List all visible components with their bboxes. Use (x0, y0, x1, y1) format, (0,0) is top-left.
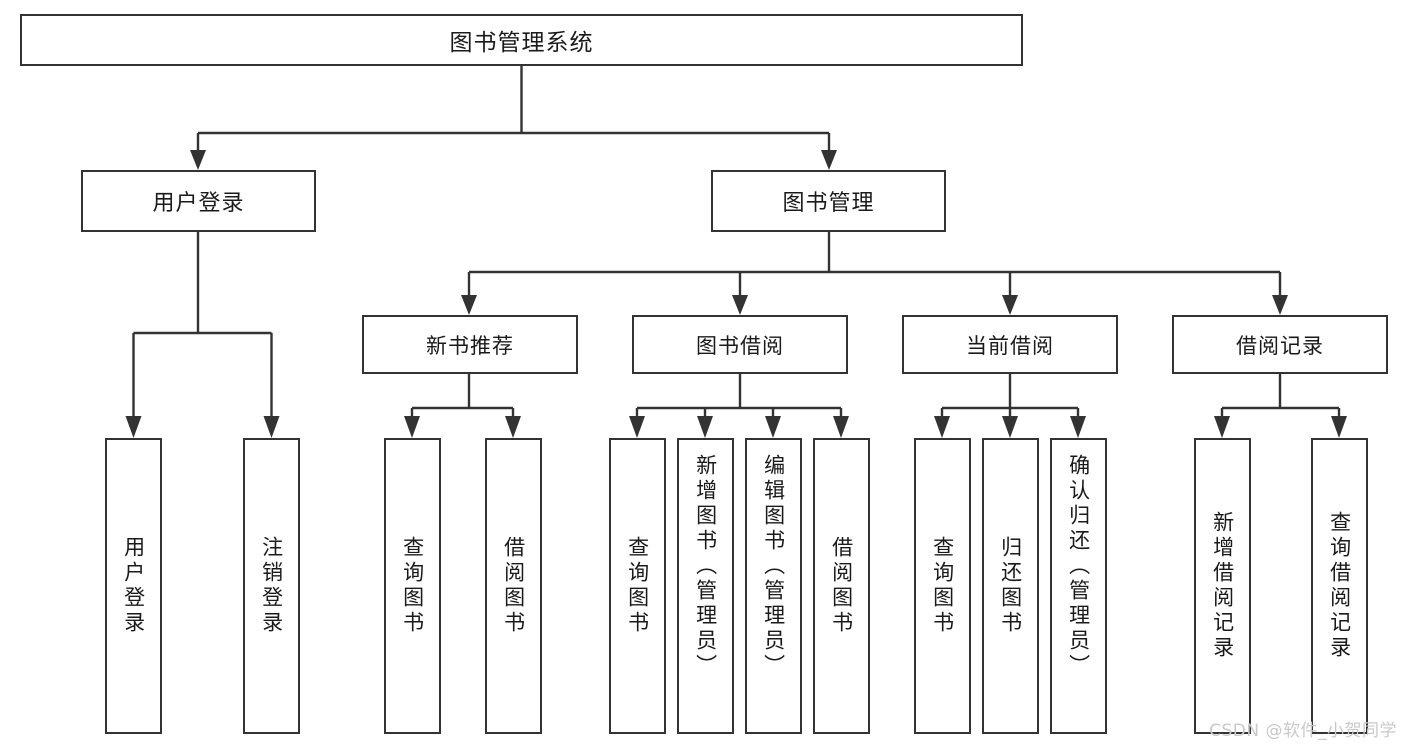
node-label: 借阅图书 (829, 536, 854, 636)
leaf-borrow-record-query[interactable]: 查询借阅记录 (1311, 438, 1368, 734)
node-label: 图书管理 (782, 191, 875, 216)
node-label: 新增借阅记录 (1210, 511, 1235, 661)
node-label: 确认归还（管理员） (1066, 454, 1091, 679)
node-label: 查询图书 (625, 536, 650, 636)
node-label: 图书管理系统 (449, 30, 594, 56)
node-borrow-record[interactable]: 借阅记录 (1172, 315, 1388, 374)
leaf-current-borrow-confirm-return[interactable]: 确认归还（管理员） (1050, 438, 1107, 734)
leaf-user-login-signout[interactable]: 注销登录 (243, 438, 300, 734)
node-user-login[interactable]: 用户登录 (81, 170, 316, 232)
leaf-borrow-record-add[interactable]: 新增借阅记录 (1194, 438, 1251, 734)
node-label: 新书推荐 (426, 333, 514, 358)
node-label: 用户登录 (152, 191, 245, 216)
node-label: 图书借阅 (696, 333, 784, 358)
leaf-new-book-query[interactable]: 查询图书 (384, 438, 441, 734)
node-current-borrow[interactable]: 当前借阅 (902, 315, 1118, 374)
node-label: 当前借阅 (966, 333, 1054, 358)
node-label: 新增图书（管理员） (693, 454, 718, 679)
leaf-user-login-signin[interactable]: 用户登录 (105, 438, 162, 734)
node-label: 借阅记录 (1236, 333, 1324, 358)
node-label: 查询借阅记录 (1327, 511, 1352, 661)
leaf-book-borrow-borrow[interactable]: 借阅图书 (813, 438, 870, 734)
node-label: 用户登录 (121, 536, 146, 636)
leaf-book-borrow-query[interactable]: 查询图书 (609, 438, 666, 734)
leaf-new-book-borrow[interactable]: 借阅图书 (485, 438, 542, 734)
node-label: 编辑图书（管理员） (761, 454, 786, 679)
node-label: 查询图书 (930, 536, 955, 636)
node-label: 查询图书 (400, 536, 425, 636)
csdn-watermark: CSDN @软件_小贺同学 (1209, 721, 1397, 741)
node-label: 注销登录 (259, 536, 284, 636)
leaf-book-borrow-edit[interactable]: 编辑图书（管理员） (745, 438, 802, 734)
node-book-management[interactable]: 图书管理 (711, 170, 946, 232)
leaf-current-borrow-query[interactable]: 查询图书 (914, 438, 971, 734)
node-book-borrow[interactable]: 图书借阅 (632, 315, 848, 374)
node-new-book-recommend[interactable]: 新书推荐 (362, 315, 578, 374)
node-label: 借阅图书 (501, 536, 526, 636)
leaf-book-borrow-add[interactable]: 新增图书（管理员） (677, 438, 734, 734)
leaf-current-borrow-return[interactable]: 归还图书 (982, 438, 1039, 734)
node-label: 归还图书 (998, 536, 1023, 636)
node-root-system[interactable]: 图书管理系统 (20, 14, 1023, 66)
